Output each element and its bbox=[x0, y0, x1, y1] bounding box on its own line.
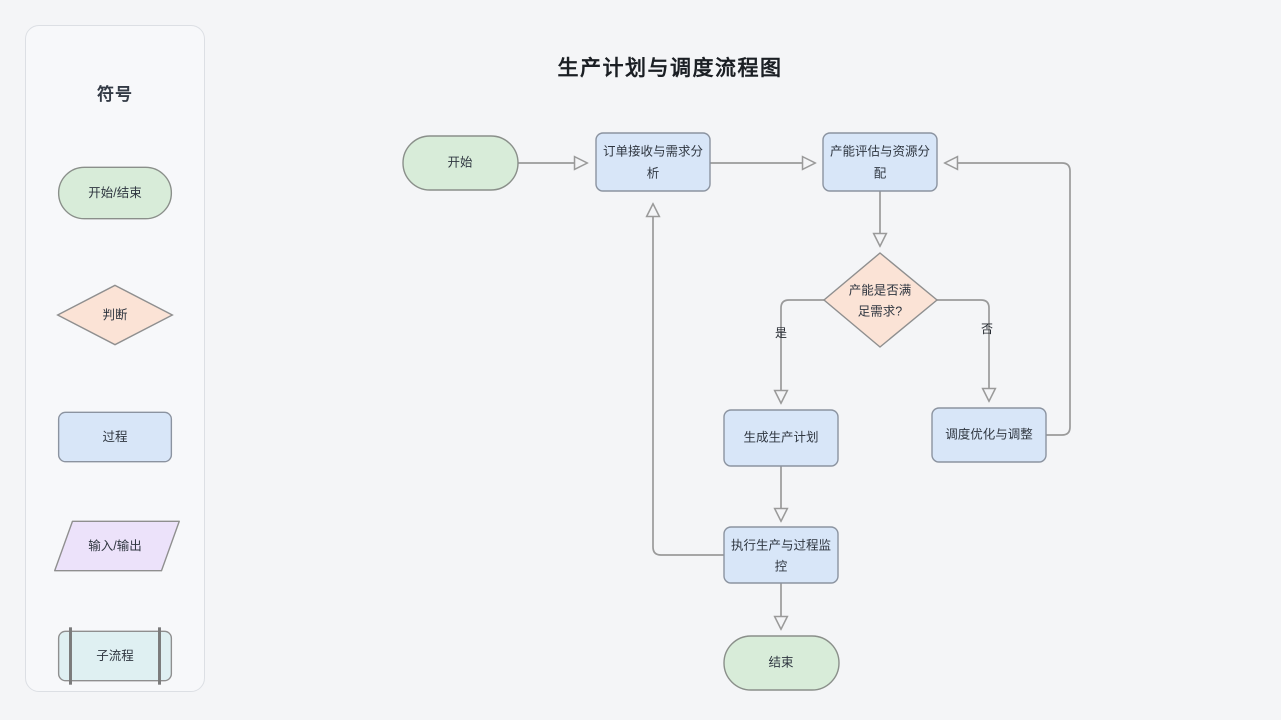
node-plan-shape[interactable] bbox=[723, 409, 839, 467]
edge-decide-no-to-adjust bbox=[937, 299, 989, 400]
node-capacity[interactable]: 产能评估与资源分 配 bbox=[822, 132, 938, 192]
node-capacity-label-line1: 产能评估与资源分 bbox=[830, 144, 930, 158]
node-decision-label-line1: 产能是否满 bbox=[849, 283, 912, 297]
node-order[interactable]: 订单接收与需求分 析 bbox=[595, 132, 711, 192]
node-capacity-shape[interactable] bbox=[822, 132, 938, 192]
node-end-label: 结束 bbox=[768, 655, 794, 669]
node-decision-label-line2: 足需求? bbox=[858, 304, 903, 318]
edge-execute-to-order-loop bbox=[653, 205, 724, 556]
node-decision-shape[interactable] bbox=[822, 252, 939, 348]
node-end[interactable]: 结束 bbox=[723, 635, 840, 691]
node-plan-label: 生成生产计划 bbox=[743, 430, 818, 444]
node-order-label-line2: 析 bbox=[647, 166, 660, 180]
node-end-shape[interactable] bbox=[723, 635, 840, 691]
node-execute[interactable]: 执行生产与过程监 控 bbox=[723, 526, 839, 584]
edge-label-no: 否 bbox=[981, 322, 993, 336]
node-execute-label-line1: 执行生产与过程监 bbox=[731, 537, 831, 552]
edge-layer bbox=[518, 163, 1071, 628]
legend-title: 符号 bbox=[97, 85, 133, 104]
node-start-label: 开始 bbox=[447, 155, 473, 169]
node-start[interactable]: 开始 bbox=[402, 135, 519, 191]
node-decision[interactable]: 产能是否满 足需求? bbox=[822, 252, 939, 348]
node-start-shape[interactable] bbox=[402, 135, 519, 191]
node-execute-shape[interactable] bbox=[723, 526, 839, 584]
edge-label-layer: 是 否 bbox=[775, 322, 993, 340]
node-adjust-shape[interactable] bbox=[931, 407, 1047, 463]
node-capacity-label-line2: 配 bbox=[874, 166, 887, 180]
parallelogram-shape-icon bbox=[53, 520, 180, 572]
node-adjust[interactable]: 调度优化与调整 bbox=[931, 407, 1047, 463]
edge-decide-yes-to-plan bbox=[781, 299, 824, 402]
subprocess-shape-icon bbox=[57, 627, 173, 685]
node-adjust-label: 调度优化与调整 bbox=[945, 426, 1033, 441]
node-execute-label-line2: 控 bbox=[775, 559, 788, 573]
diamond-shape-icon bbox=[56, 284, 174, 346]
rounded-rect-shape-icon bbox=[57, 411, 173, 463]
edge-adjust-to-capacity-loop bbox=[946, 163, 1071, 436]
node-plan[interactable]: 生成生产计划 bbox=[723, 409, 839, 467]
node-order-label-line1: 订单接收与需求分 bbox=[603, 143, 703, 158]
edge-label-yes: 是 bbox=[775, 326, 787, 340]
node-order-shape[interactable] bbox=[595, 132, 711, 192]
page-title: 生产计划与调度流程图 bbox=[557, 57, 783, 80]
stadium-shape-icon bbox=[57, 166, 173, 220]
node-layer: 开始 订单接收与需求分 析 产能评估与资源分 配 产能是否满 足需求? bbox=[402, 132, 1047, 691]
